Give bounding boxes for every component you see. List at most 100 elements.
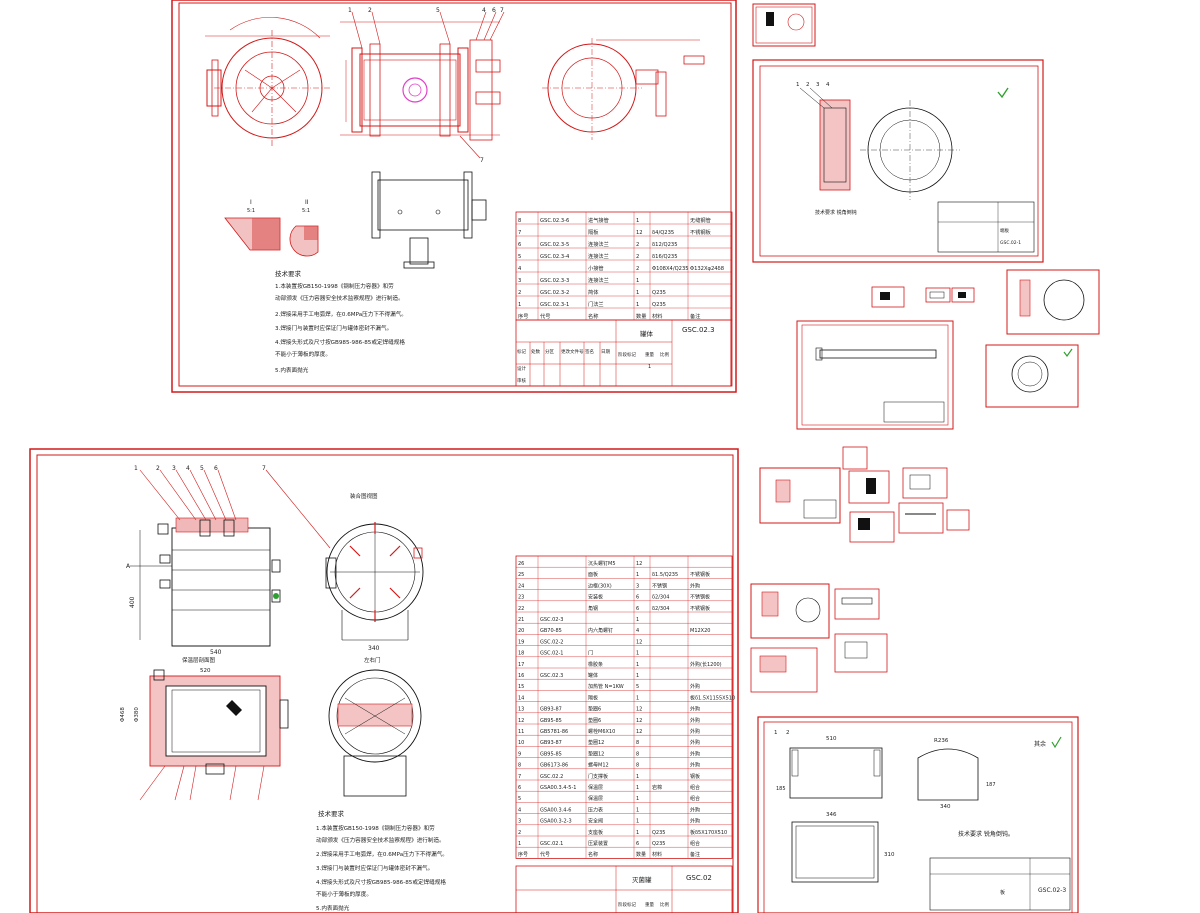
bom-cell-mat: δ2/304 [652, 606, 669, 612]
svg-text:7: 7 [500, 7, 504, 14]
svg-text:装合图视图: 装合图视图 [350, 492, 378, 500]
bom-cell-code: GSC.02.3-2 [540, 290, 569, 296]
bom-header-cell: 材料 [652, 312, 662, 320]
bom-cell-name: 进气接管 [588, 216, 609, 224]
sheet-2-sterilizer-assembly[interactable]: A 400 540 1 2 3 4 5 6 7 装合图视图 [29, 448, 739, 913]
bom-cell-name: 连接法兰 [588, 240, 609, 248]
bom-cell-name: 内六角螺钉 [588, 627, 613, 634]
bom-cell-name: 压紧装置 [588, 840, 608, 847]
sheet-1-title-block: 罐体 GSC.02.3 标记 处数 分区 更改文件号 签名 日期 设计 审核 阶… [515, 319, 733, 387]
sheet-1-end-view [205, 17, 330, 146]
bom-cell-mat: Q235 [652, 841, 665, 847]
bom-cell-qty: 1 [636, 290, 639, 296]
svg-text:2: 2 [156, 465, 160, 472]
thumb-sheet-cluster-lower[interactable] [750, 583, 888, 693]
sheet-2-outer-frame [29, 448, 739, 913]
bom-cell-name: 垫圈12 [588, 750, 604, 757]
bom-cell-no: 4 [518, 807, 521, 813]
bom-cell-qty: 8 [636, 763, 639, 769]
bom-cell-note: 外购 [690, 762, 700, 769]
bom-cell-code: GB95-85 [540, 751, 562, 757]
svg-text:5:1: 5:1 [302, 208, 310, 214]
svg-text:Φ380: Φ380 [134, 707, 140, 722]
bom-cell-mat: δ12/Q235 [652, 242, 678, 248]
bom-cell-no: 1 [518, 302, 521, 308]
bom-cell-no: 23 [518, 595, 524, 601]
sheet-3-end-plate[interactable]: 1 2 3 4 技术要求 锐角倒钝 端板 GSC.02-1 [752, 59, 1044, 263]
thumb-sheet-cluster-middle[interactable] [759, 446, 970, 543]
bom-header-cell: 名称 [588, 851, 598, 858]
thumb-sheet-shaft[interactable] [796, 320, 954, 430]
svg-text:端板: 端板 [1000, 227, 1009, 234]
svg-text:2.焊接采用手工电弧焊，在0.6MPa压力下不得漏气。: 2.焊接采用手工电弧焊，在0.6MPa压力下不得漏气。 [275, 310, 407, 318]
bom-cell-name: 加热管 N=1KW [588, 683, 624, 690]
bom-cell-note: 外购 [690, 706, 700, 713]
bom-cell-mat: δ1.5/Q235 [652, 572, 678, 578]
svg-text:技术要求: 技术要求 [275, 269, 302, 278]
bom-cell-code: GSC.02.2 [540, 774, 563, 780]
bom-cell-note: 外购(长1200) [690, 661, 722, 668]
svg-text:1: 1 [796, 82, 800, 88]
svg-text:2: 2 [806, 82, 810, 88]
svg-text:4: 4 [186, 465, 190, 472]
svg-text:2: 2 [786, 730, 790, 736]
bom-cell-name: 隔板 [588, 228, 599, 236]
bom-cell-note: 钢板 [690, 773, 700, 780]
bom-cell-qty: 6 [636, 841, 639, 847]
bom-cell-mat: 不锈钢 [652, 582, 667, 589]
svg-text:分区: 分区 [545, 348, 554, 355]
thumb-sheet-ring[interactable] [985, 344, 1079, 408]
bom-cell-name: 角钢 [588, 605, 598, 612]
svg-text:左右门: 左右门 [364, 656, 381, 664]
sheet-1-inner-frame [178, 2, 732, 387]
bom-header-cell: 序号 [518, 851, 528, 858]
bom-cell-no: 14 [518, 695, 524, 701]
svg-text:阶段标记: 阶段标记 [618, 351, 636, 358]
svg-text:2: 2 [368, 7, 372, 14]
svg-text:A: A [126, 563, 131, 570]
svg-text:1.本装置按GB150-1998《钢制压力容器》和劳: 1.本装置按GB150-1998《钢制压力容器》和劳 [316, 824, 435, 832]
svg-text:1: 1 [648, 364, 651, 370]
bom-cell-qty: 8 [636, 740, 639, 746]
svg-text:动部颁发《压力容器安全技术监察规程》进行制造。: 动部颁发《压力容器安全技术监察规程》进行制造。 [275, 294, 404, 302]
thumb-sheet-small-a[interactable] [752, 3, 816, 47]
bom-cell-note: Φ132Xφ24δ8 [690, 266, 724, 272]
bom-cell-no: 16 [518, 673, 524, 679]
sheet-4-plate[interactable]: 1 2 510 185 R236 340 187 其余 346 310 技术要求… [757, 716, 1079, 913]
bom-cell-note: 不锈钢板 [690, 571, 710, 578]
svg-text:技术要求: 技术要求 [318, 809, 345, 818]
bom-cell-name: 门法兰 [588, 300, 604, 308]
bom-cell-note: 外购 [690, 717, 700, 724]
svg-text:7: 7 [262, 465, 266, 472]
bom-cell-name: 隔板 [588, 694, 598, 701]
svg-text:1: 1 [348, 7, 352, 14]
bom-cell-no: 3 [518, 278, 521, 284]
bom-cell-note: 不锈钢板 [690, 605, 710, 612]
bom-cell-qty: 1 [636, 807, 639, 813]
bom-cell-no: 12 [518, 718, 524, 724]
bom-header-cell: 名称 [588, 312, 598, 320]
sheet-1-outer-frame [171, 0, 737, 393]
sheet-1-tank-body[interactable]: 1 2 5 4 6 7 7 [171, 0, 737, 393]
svg-text:日期: 日期 [601, 349, 610, 355]
bom-cell-name: 安全阀 [588, 818, 603, 825]
bom-cell-code: GB95-85 [540, 718, 562, 724]
bom-cell-note: M12X20 [690, 628, 710, 634]
svg-text:7: 7 [480, 157, 484, 164]
bom-cell-note: 外购 [690, 582, 700, 589]
thumb-sheet-details-row[interactable] [871, 269, 1100, 335]
bom-cell-no: 6 [518, 242, 521, 248]
bom-cell-code: GSC.02.3-4 [540, 254, 570, 260]
svg-text:5: 5 [436, 7, 440, 14]
bom-cell-code: GSC.02.3-1 [540, 302, 569, 308]
bom-cell-qty: 5 [636, 684, 639, 690]
bom-cell-no: 8 [518, 763, 521, 769]
bom-cell-name: 简体 [588, 288, 599, 296]
svg-text:R236: R236 [934, 738, 949, 744]
svg-text:GSC.02: GSC.02 [686, 874, 712, 882]
bom-cell-qty: 1 [636, 830, 639, 836]
bom-cell-mat: δ16/Q235 [652, 254, 678, 260]
bom-cell-note: 不锈钢板 [690, 228, 712, 236]
